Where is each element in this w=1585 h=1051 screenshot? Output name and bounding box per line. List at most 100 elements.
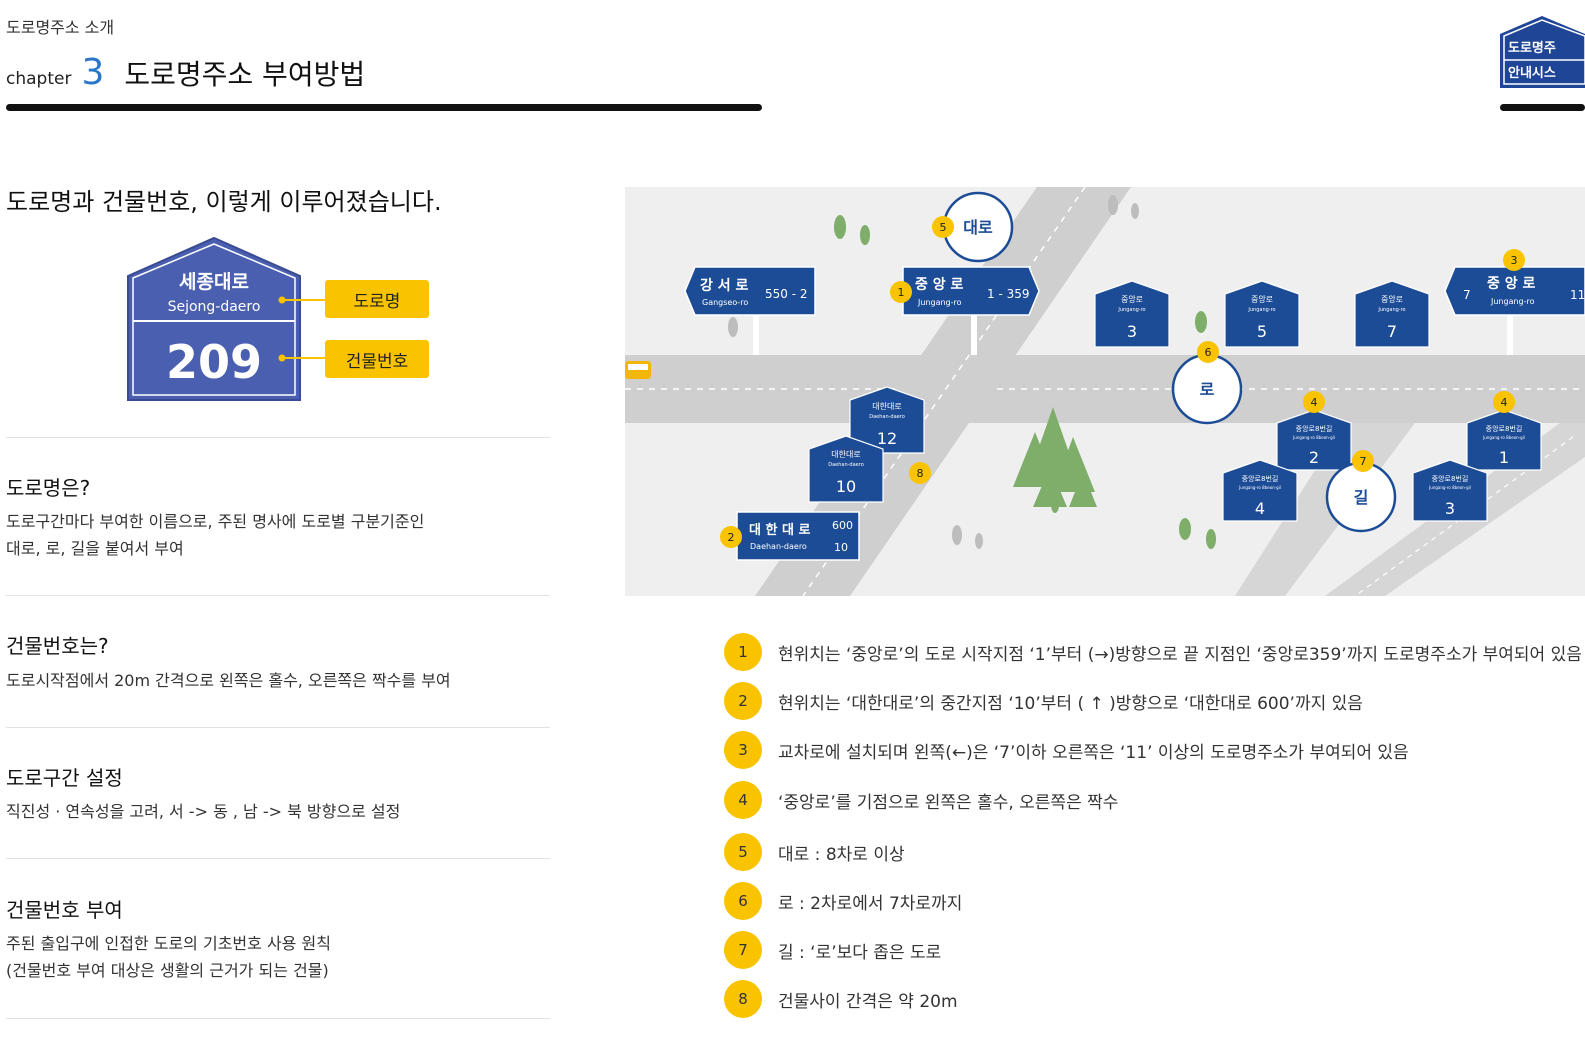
legend-badge: 4 [724, 781, 762, 819]
building-plate: 중앙로8번길 Jungang-ro 8beon-gil 2 [1276, 409, 1352, 471]
sign-roman: Jungang-ro [1490, 297, 1535, 306]
section-title: 건물번호는? [6, 634, 109, 658]
svg-text:4: 4 [1501, 396, 1508, 409]
svg-text:8: 8 [917, 467, 924, 480]
legend-badge: 1 [724, 633, 762, 671]
svg-text:4: 4 [1255, 499, 1265, 518]
legend-badge: 7 [724, 931, 762, 969]
road-sign-jungang-cross: 7 중 앙 로 Jungang-ro 11 [1444, 266, 1585, 355]
section-body-line: 주된 출입구에 인접한 도로의 기초번호 사용 원칙 [6, 934, 331, 953]
legend-text: 현위치는 ‘중앙로’의 도로 시작지점 ‘1’부터 (→)방향으로 끝 지점인 … [778, 644, 1582, 665]
map-marker: 7 [1352, 450, 1374, 472]
circle-ro: 로 [1171, 353, 1243, 425]
legend-text: 현위치는 ‘대한대로’의 중간지점 ‘10’부터 ( ↑ )방향으로 ‘대한대로… [778, 693, 1363, 714]
svg-text:Jungang-ro: Jungang-ro [1247, 307, 1275, 313]
logo-text-line2: 안내시스 [1508, 65, 1556, 81]
building-plate: 대한대로 Daehan-daero 10 [808, 435, 884, 503]
legend-badge: 3 [724, 731, 762, 769]
section-title: 도로명은? [6, 476, 91, 500]
sign-number: 550 - 2 [765, 287, 808, 301]
svg-text:1: 1 [1499, 448, 1509, 467]
logo-text-line1: 도로명주 [1508, 40, 1556, 56]
legend-item: 2 현위치는 ‘대한대로’의 중간지점 ‘10’부터 ( ↑ )방향으로 ‘대한… [724, 682, 1363, 720]
label-road-name: 도로명 [325, 280, 429, 318]
svg-text:3: 3 [1445, 499, 1455, 518]
svg-text:대로: 대로 [963, 218, 993, 237]
divider [6, 1018, 550, 1019]
divider [6, 437, 550, 438]
svg-text:4: 4 [1311, 396, 1318, 409]
svg-text:Jungang-ro 8beon-gil: Jungang-ro 8beon-gil [1238, 485, 1281, 490]
section-body: 도로구간마다 부여한 이름으로, 주된 명사에 도로별 구분기준인 대로, 로,… [6, 508, 566, 562]
circle-gil: 길 [1325, 461, 1397, 533]
map-marker: 5 [932, 216, 954, 238]
svg-text:Daehan-daero: Daehan-daero [869, 414, 905, 420]
chapter-label: chapter [6, 69, 72, 89]
legend-item: 8 건물사이 간격은 약 20m [724, 980, 958, 1018]
logo-underline [1500, 104, 1585, 111]
legend-text: 건물사이 간격은 약 20m [778, 991, 958, 1012]
divider [6, 858, 550, 859]
logo[interactable]: 도로명주 안내시스 [1498, 14, 1585, 88]
map-marker: 2 [720, 526, 742, 548]
svg-text:7: 7 [1387, 322, 1397, 341]
sign-right-number: 11 [1570, 288, 1585, 302]
sign-road-roman: Sejong-daero [168, 299, 261, 315]
breadcrumb[interactable]: 도로명주소 소개 [6, 18, 115, 37]
building-plate: 중앙로8번길 Jungang-ro 8beon-gil 4 [1222, 459, 1298, 522]
svg-text:대한대로: 대한대로 [872, 402, 901, 411]
legend-badge: 8 [724, 980, 762, 1018]
map-marker: 3 [1503, 249, 1525, 271]
svg-text:Daehan-daero: Daehan-daero [828, 462, 864, 468]
legend-item: 5 대로 : 8차로 이상 [724, 833, 905, 871]
legend-text: 교차로에 설치되며 왼쪽(←)은 ‘7’이하 오른쪽은 ‘11’ 이상의 도로명… [778, 742, 1409, 763]
legend-item: 7 길 : ‘로’보다 좁은 도로 [724, 931, 941, 969]
svg-text:길: 길 [1354, 488, 1369, 507]
address-map-illustration: 강 서 로 Gangseo-ro 550 - 2 중 앙 로 Jungang-r… [625, 187, 1585, 596]
circle-daero: 대로 [942, 191, 1014, 263]
section-body: 도로시작점에서 20m 간격으로 왼쪽은 홀수, 오른쪽은 짝수를 부여 [6, 667, 566, 694]
map-marker: 4 [1493, 391, 1515, 413]
svg-text:중앙로: 중앙로 [1251, 294, 1273, 304]
svg-text:Jungang-ro 8beon-gil: Jungang-ro 8beon-gil [1292, 435, 1335, 440]
title-underline [6, 104, 762, 111]
sign-roman: Jungang-ro [917, 298, 962, 307]
section-headline: 도로명과 건물번호, 이렇게 이루어졌습니다. [6, 188, 442, 216]
legend-text: 대로 : 8차로 이상 [778, 844, 905, 865]
svg-text:12: 12 [877, 429, 897, 448]
section-body-line: 직진성 · 연속성을 고려, 서 -> 동 , 남 -> 북 방향으로 설정 [6, 802, 401, 821]
sign-bottom-number: 10 [834, 541, 848, 554]
road-sign-jungang: 중 앙 로 Jungang-ro 1 - 359 [902, 266, 1040, 355]
legend-item: 1 현위치는 ‘중앙로’의 도로 시작지점 ‘1’부터 (→)방향으로 끝 지점… [724, 633, 1582, 671]
sign-road-name: 세종대로 [179, 271, 249, 293]
svg-text:로: 로 [1200, 380, 1215, 399]
section-body-line: (건물번호 부여 대상은 생활의 근거가 되는 건물) [6, 961, 329, 980]
sign-building-number: 209 [166, 335, 262, 389]
map-marker: 1 [890, 281, 912, 303]
svg-text:Jungang-ro 8beon-gil: Jungang-ro 8beon-gil [1428, 485, 1471, 490]
svg-text:Jungang-ro 8beon-gil: Jungang-ro 8beon-gil [1482, 435, 1525, 440]
building-plate: 중앙로 Jungang-ro 7 [1354, 280, 1430, 348]
sign-name: 중 앙 로 [1487, 275, 1536, 292]
svg-text:3: 3 [1511, 254, 1518, 267]
svg-text:대한대로: 대한대로 [831, 450, 860, 459]
road-sign-gangseo: 강 서 로 Gangseo-ro 550 - 2 [684, 266, 816, 355]
svg-text:6: 6 [1205, 346, 1212, 359]
legend-item: 3 교차로에 설치되며 왼쪽(←)은 ‘7’이하 오른쪽은 ‘11’ 이상의 도… [724, 731, 1409, 769]
svg-text:중앙로8번길: 중앙로8번길 [1242, 474, 1279, 483]
divider [6, 595, 550, 596]
svg-text:Jungang-ro: Jungang-ro [1117, 307, 1145, 313]
map-marker: 4 [1303, 391, 1325, 413]
building-plate: 중앙로8번길 Jungang-ro 8beon-gil 1 [1466, 409, 1542, 471]
sign-roman: Gangseo-ro [702, 298, 748, 307]
page-title: 도로명주소 부여방법 [124, 58, 366, 91]
svg-text:중앙로: 중앙로 [1121, 294, 1143, 304]
svg-text:1: 1 [898, 286, 905, 299]
svg-text:5: 5 [1257, 322, 1267, 341]
building-plate: 대한대로 Daehan-daero 12 [849, 386, 925, 454]
svg-text:중앙로8번길: 중앙로8번길 [1432, 474, 1469, 483]
legend-item: 6 로 : 2차로에서 7차로까지 [724, 882, 962, 920]
svg-text:2: 2 [728, 531, 735, 544]
legend-badge: 2 [724, 682, 762, 720]
svg-text:10: 10 [836, 477, 856, 496]
